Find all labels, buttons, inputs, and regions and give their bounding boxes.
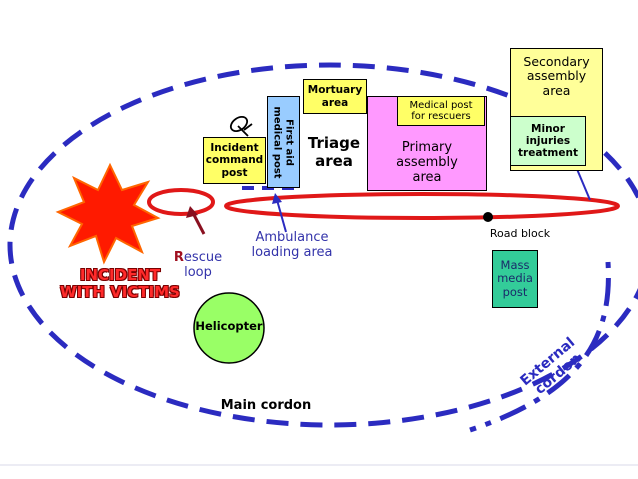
triage-area: Triage area	[301, 115, 367, 190]
secondary-assembly-area-label: Secondary assembly area	[523, 54, 590, 98]
satellite-dish-icon	[229, 115, 253, 137]
ambulance-road-loop	[224, 192, 620, 220]
helicopter-pad	[193, 292, 265, 364]
rescue-loop-arrow	[191, 212, 206, 235]
primary-assembly-area-label: Primary assembly area	[396, 140, 458, 186]
external-cordon-line	[469, 261, 611, 433]
main-cordon-line	[7, 62, 638, 428]
incident-label: INCIDENT WITH VICTIMS	[60, 266, 180, 302]
incident-star	[55, 162, 161, 265]
helicopter-label: Helicopter	[195, 319, 263, 333]
rescue-loop-label-r: R	[173, 249, 184, 265]
triage-area-label: Triage area	[307, 134, 361, 170]
minor-injuries-treatment: Minor injuries treatment	[510, 116, 586, 166]
road-block-label: Road block	[489, 227, 551, 240]
ambulance-arrowhead	[272, 193, 282, 204]
road-block-marker	[483, 212, 493, 222]
first-aid-medical-post: First aid medical post	[267, 96, 300, 188]
rescue-loop-label-rest: escue loop	[183, 249, 223, 280]
ambulance-loading-label: Ambulance loading area	[251, 230, 333, 260]
mass-media-post: Mass media post	[492, 250, 538, 308]
rescue-loop-ring	[147, 188, 215, 216]
incident-command-post: Incident command post	[203, 137, 266, 184]
mortuary-area: Mortuary area	[303, 79, 367, 114]
main-cordon-label: Main cordon	[220, 398, 312, 413]
first-aid-medical-post-label: First aid medical post	[272, 105, 296, 179]
medical-post-for-rescuers: Medical post for rescuers	[397, 96, 485, 126]
rescue-loop-label: Rescue loop	[160, 236, 236, 281]
rescue-loop-arrowhead	[186, 206, 198, 218]
ambulance-arrow	[276, 199, 287, 233]
